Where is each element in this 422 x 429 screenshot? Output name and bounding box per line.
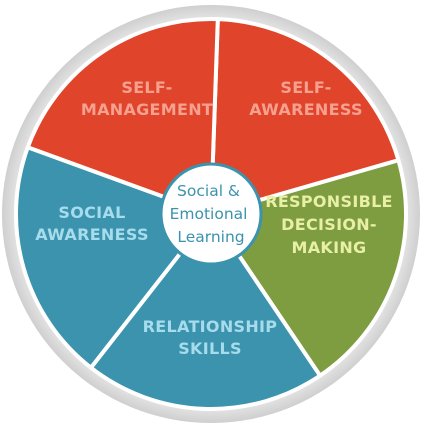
label-responsible-decision-making-line-1: RESPONSIBLE bbox=[265, 192, 393, 211]
label-self-awareness: SELF- AWARENESS bbox=[249, 78, 363, 119]
label-relationship-skills-line-1: RELATIONSHIP bbox=[143, 317, 278, 336]
label-relationship-skills: RELATIONSHIP SKILLS bbox=[143, 317, 278, 358]
label-responsible-decision-making-line-3: MAKING bbox=[292, 238, 367, 257]
center-hub bbox=[159, 162, 263, 266]
label-social-awareness-line-2: AWARENESS bbox=[35, 225, 149, 244]
center-line-3: Learning bbox=[177, 228, 244, 246]
segment-relationship-skills bbox=[88, 212, 323, 411]
label-responsible-decision-making-line-2: DECISION- bbox=[281, 215, 377, 234]
label-self-awareness-line-1: SELF- bbox=[280, 78, 331, 97]
label-self-management-line-2: MANAGEMENT bbox=[81, 100, 213, 119]
label-social-awareness: SOCIAL AWARENESS bbox=[35, 203, 149, 244]
label-self-awareness-line-2: AWARENESS bbox=[249, 100, 363, 119]
label-relationship-skills-line-2: SKILLS bbox=[178, 339, 242, 358]
label-self-management-line-1: SELF- bbox=[121, 78, 172, 97]
label-responsible-decision-making: RESPONSIBLE DECISION- MAKING bbox=[265, 192, 393, 257]
center-line-1: Social & bbox=[177, 182, 240, 200]
segment-labels: SELF- AWARENESS RESPONSIBLE DECISION- MAKING… bbox=[35, 78, 393, 358]
center-label: Social & Emotional Learning bbox=[170, 182, 253, 246]
segment-self-management bbox=[25, 17, 220, 216]
label-social-awareness-line-1: SOCIAL bbox=[58, 203, 125, 222]
label-self-management: SELF- MANAGEMENT bbox=[81, 78, 213, 119]
segment-self-awareness bbox=[209, 17, 401, 216]
center-line-2: Emotional bbox=[170, 205, 248, 223]
